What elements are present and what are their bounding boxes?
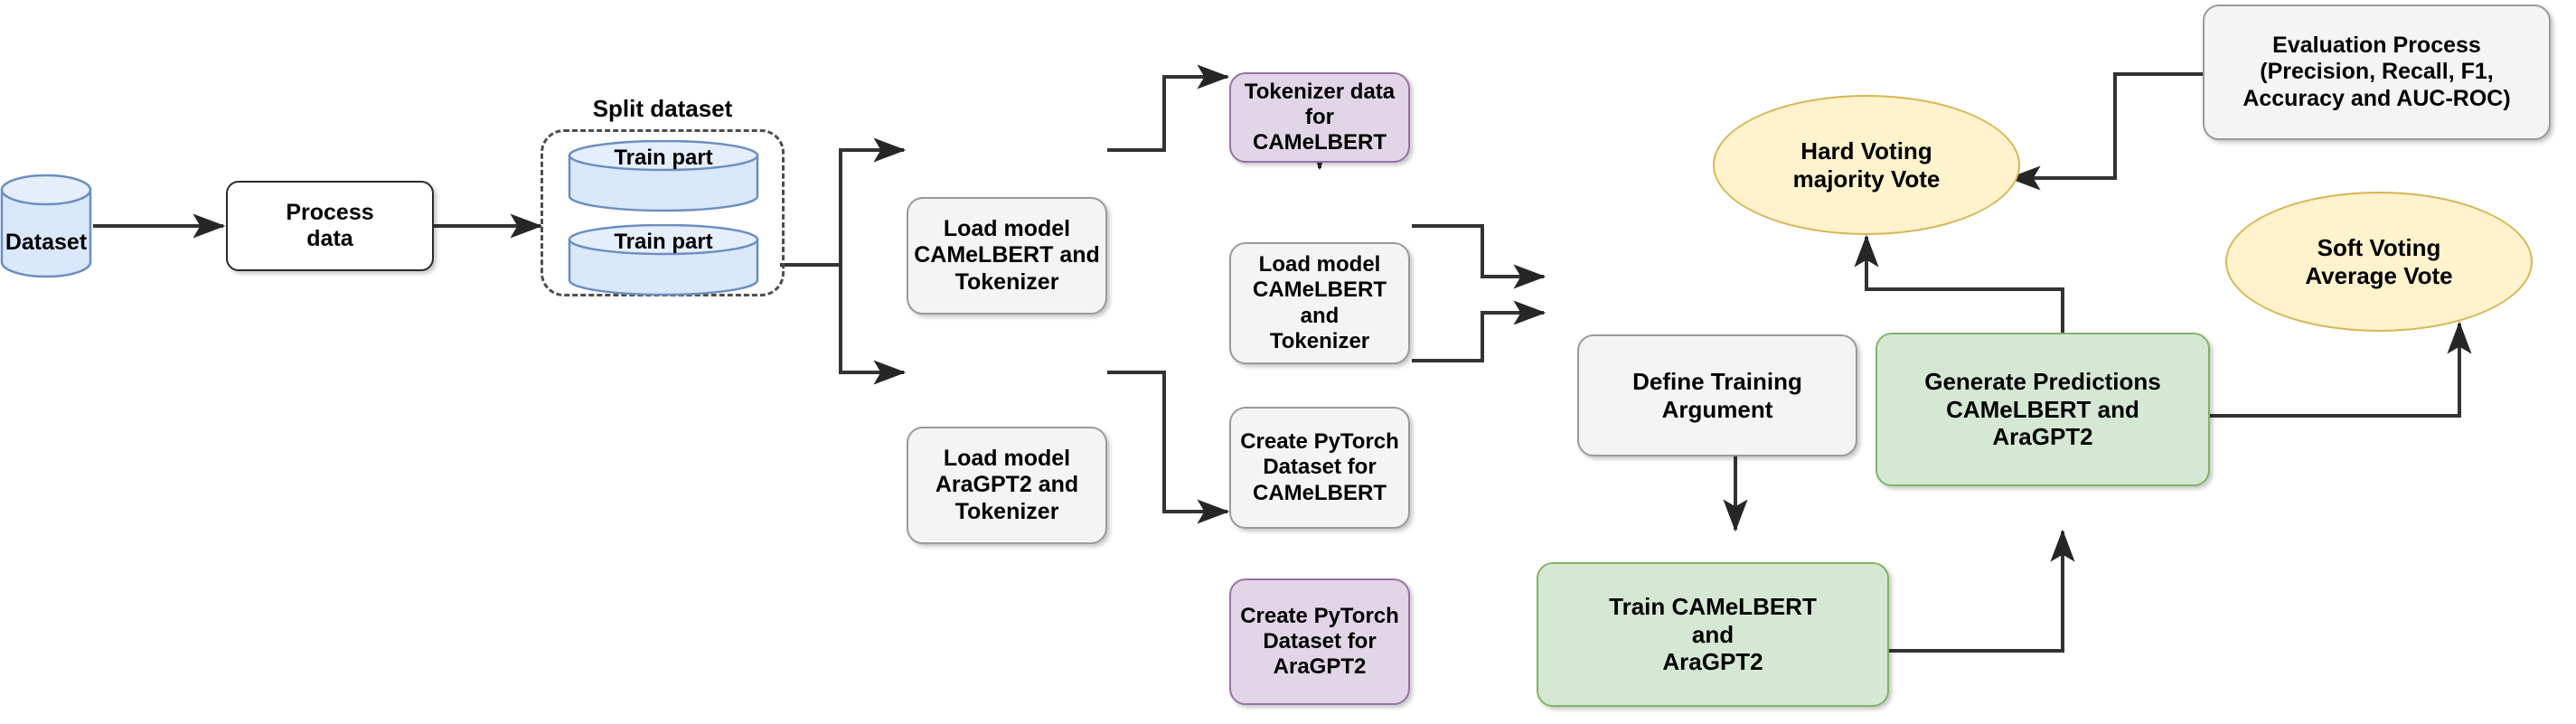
node-soft-voting[interactable]: Soft Voting Average Vote (2225, 192, 2533, 332)
edge-load-aragpt2-to-create-ds-aragpt2 (1107, 371, 1230, 524)
edge-generate-predictions-to-hard-voting (1854, 234, 2064, 343)
split-dataset-title: Split dataset (592, 95, 733, 122)
node-define-training-argument[interactable]: Define Training Argument (1577, 334, 1857, 456)
node-process-data[interactable]: Process data (226, 181, 434, 271)
cylinder-shape (568, 140, 759, 212)
edge-load-camelbert-2-to-define-training (1412, 224, 1547, 289)
node-load-model-camelbert-1[interactable]: Load model CAMeLBERT and Tokenizer (907, 197, 1107, 315)
edge-train-models-to-generate-predictions (1880, 529, 2075, 653)
node-train-part-2[interactable]: Train part (568, 224, 759, 296)
node-dataset[interactable]: Dataset (0, 174, 92, 278)
edge-load-camelbert-to-tokenizer-data (1107, 64, 1230, 152)
node-create-pytorch-dataset-camelbert[interactable]: Create PyTorch Dataset for CAMeLBERT (1229, 407, 1410, 529)
edge-generate-predictions-to-soft-voting (2178, 321, 2472, 418)
node-dataset-label: Dataset (5, 230, 88, 255)
node-tokenizer-data-camelbert[interactable]: Tokenizer data for CAMeLBERT (1229, 72, 1410, 163)
node-hard-voting[interactable]: Hard Voting majority Vote (1713, 95, 2020, 235)
node-train-part-1-label: Train part (614, 146, 713, 170)
node-train-part-2-label: Train part (614, 230, 713, 254)
node-generate-predictions[interactable]: Generate Predictions CAMeLBERT and AraGP… (1876, 333, 2210, 486)
node-load-model-camelbert-2[interactable]: Load model CAMeLBERT and Tokenizer (1229, 242, 1410, 364)
edge-create-ds-camelbert-to-define-training (1412, 300, 1547, 362)
node-train-part-1[interactable]: Train part (568, 140, 759, 212)
cylinder-shape (568, 224, 759, 296)
node-load-model-aragpt2[interactable]: Load model AraGPT2 and Tokenizer (907, 427, 1107, 544)
edge-evaluation-to-hard-voting (2007, 72, 2207, 191)
node-evaluation-process[interactable]: Evaluation Process (Precision, Recall, F… (2203, 5, 2551, 140)
cylinder-shape (0, 174, 92, 278)
node-train-camelbert-aragpt2[interactable]: Train CAMeLBERT and AraGPT2 (1537, 562, 1889, 707)
edge-split-to-load-camelbert (780, 137, 907, 267)
node-create-pytorch-dataset-aragpt2[interactable]: Create PyTorch Dataset for AraGPT2 (1229, 578, 1410, 705)
edge-split-to-load-aragpt2 (780, 263, 907, 385)
